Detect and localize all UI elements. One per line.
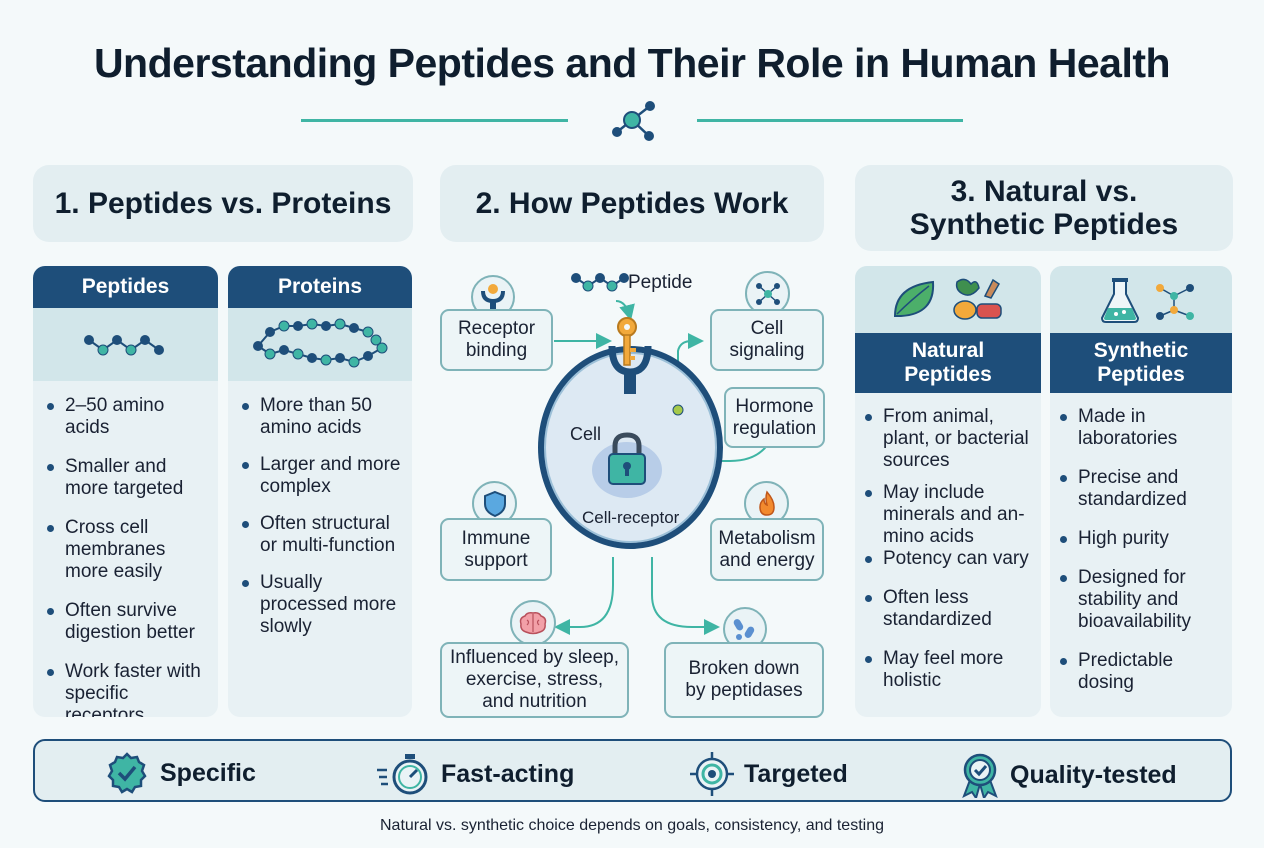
broken-down-box: Broken down by peptidases <box>664 642 824 718</box>
food-icon <box>953 278 1002 320</box>
list-item: Work faster with specific receptors <box>39 661 212 717</box>
antibody-icon <box>481 284 505 310</box>
list-item: Larger and more complex <box>234 454 408 498</box>
peptide-chain-icon <box>571 273 629 292</box>
list-item: May include minerals and an- mino acids <box>857 482 1037 548</box>
synthetic-header: Synthetic Peptides <box>1050 333 1232 393</box>
page-title: Understanding Peptides and Their Role in… <box>93 40 1171 86</box>
leaf-icon <box>893 280 935 317</box>
protein-chain-icon <box>253 318 388 368</box>
hormone-regulation-box: Hormone regulation <box>724 387 825 448</box>
peptides-card: Peptides 2–50 amino acids Smaller and mo… <box>33 266 218 717</box>
receptor-binding-box: Receptor binding <box>440 309 553 371</box>
feature-specific-label: Specific <box>160 758 256 787</box>
list-item: May feel more holistic <box>857 648 1037 692</box>
stopwatch-icon <box>377 754 428 795</box>
key-icon <box>617 317 637 366</box>
list-item: Designed for stability and bioavailabili… <box>1052 567 1228 633</box>
proteins-header: Proteins <box>228 266 412 308</box>
proteins-card: Proteins More than 50 amino acids Larger… <box>228 266 412 717</box>
natural-icon-band <box>855 266 1041 333</box>
list-item: Precise and standardized <box>1052 467 1228 511</box>
synthetic-list: Made in laboratories Precise and standar… <box>1050 393 1232 694</box>
list-item: From animal, plant, or bacterial sources <box>857 406 1037 472</box>
peptide-chain-band <box>33 308 218 381</box>
feature-specific: Specific <box>106 752 256 794</box>
peptide-label: Peptide <box>628 272 693 293</box>
footer-note: Natural vs. synthetic choice depends on … <box>380 817 884 834</box>
feature-quality-tested-label: Quality-tested <box>1010 760 1177 789</box>
lock-icon <box>608 432 646 485</box>
synthetic-icon-band <box>1050 266 1232 333</box>
peptides-list: 2–50 amino acids Smaller and more target… <box>33 381 218 717</box>
cell-signaling-box: Cell signaling <box>710 309 824 371</box>
natural-card: Natural Peptides From animal, plant, or … <box>855 266 1041 717</box>
metabolism-box: Metabolism and energy <box>710 518 824 581</box>
receptor-shape <box>608 345 652 394</box>
list-item: Usually processed more slowly <box>234 572 408 638</box>
brain-icon-circle <box>510 600 556 646</box>
list-item: Potency can vary <box>857 548 1037 570</box>
flame-icon <box>758 490 775 516</box>
brain-icon <box>519 612 547 635</box>
list-item: Often survive digestion better <box>39 600 212 644</box>
target-icon <box>690 752 734 796</box>
immune-support-box: Immune support <box>440 518 552 581</box>
feature-fast-acting: Fast-acting <box>375 752 574 796</box>
proteins-list: More than 50 amino acids Larger and more… <box>228 381 412 638</box>
influenced-box: Influenced by sleep, exercise, stress, a… <box>440 642 629 718</box>
section-natural-vs-synthetic: 3. Natural vs. Synthetic Peptides <box>855 165 1233 251</box>
feature-fast-acting-label: Fast-acting <box>441 759 575 788</box>
natural-header: Natural Peptides <box>855 333 1041 393</box>
section-peptides-vs-proteins: 1. Peptides vs. Proteins <box>33 165 413 242</box>
title-divider-right <box>697 119 963 122</box>
cell-label: Cell <box>570 424 602 444</box>
flask-icon <box>1100 278 1140 323</box>
feature-targeted: Targeted <box>690 752 848 796</box>
section-how-peptides-work: 2. How Peptides Work <box>440 165 824 242</box>
list-item: More than 50 amino acids <box>234 395 408 439</box>
list-item: Often less standardized <box>857 587 1037 631</box>
feature-quality-tested: Quality-tested <box>960 752 1177 798</box>
list-item: Cross cell membranes more easily <box>39 517 212 583</box>
title-divider-left <box>301 119 568 122</box>
list-item: Smaller and more targeted <box>39 456 212 500</box>
natural-list: From animal, plant, or bacterial sources… <box>855 393 1041 692</box>
molecule-network-icon <box>1156 284 1194 320</box>
list-item: Often structural or multi-function <box>234 513 408 557</box>
list-item: 2–50 amino acids <box>39 395 212 439</box>
peptide-chain-icon <box>84 335 164 356</box>
list-item: High purity <box>1052 528 1228 550</box>
list-item: Made in laboratories <box>1052 406 1228 450</box>
synthetic-card: Synthetic Peptides Made in laboratories … <box>1050 266 1232 717</box>
ribbon-icon <box>962 753 998 798</box>
dot-marker <box>672 404 684 416</box>
receptor-label: Cell-receptor <box>582 508 680 527</box>
protein-chain-band <box>228 308 412 381</box>
peptides-header: Peptides <box>33 266 218 308</box>
list-item: Predictable dosing <box>1052 650 1228 694</box>
network-icon <box>755 282 780 305</box>
feature-bar <box>33 739 1232 802</box>
pills-icon <box>733 619 755 640</box>
feature-targeted-label: Targeted <box>744 759 848 788</box>
molecule-icon <box>612 101 655 141</box>
badge-check-icon <box>107 752 147 794</box>
shield-icon <box>483 490 506 517</box>
